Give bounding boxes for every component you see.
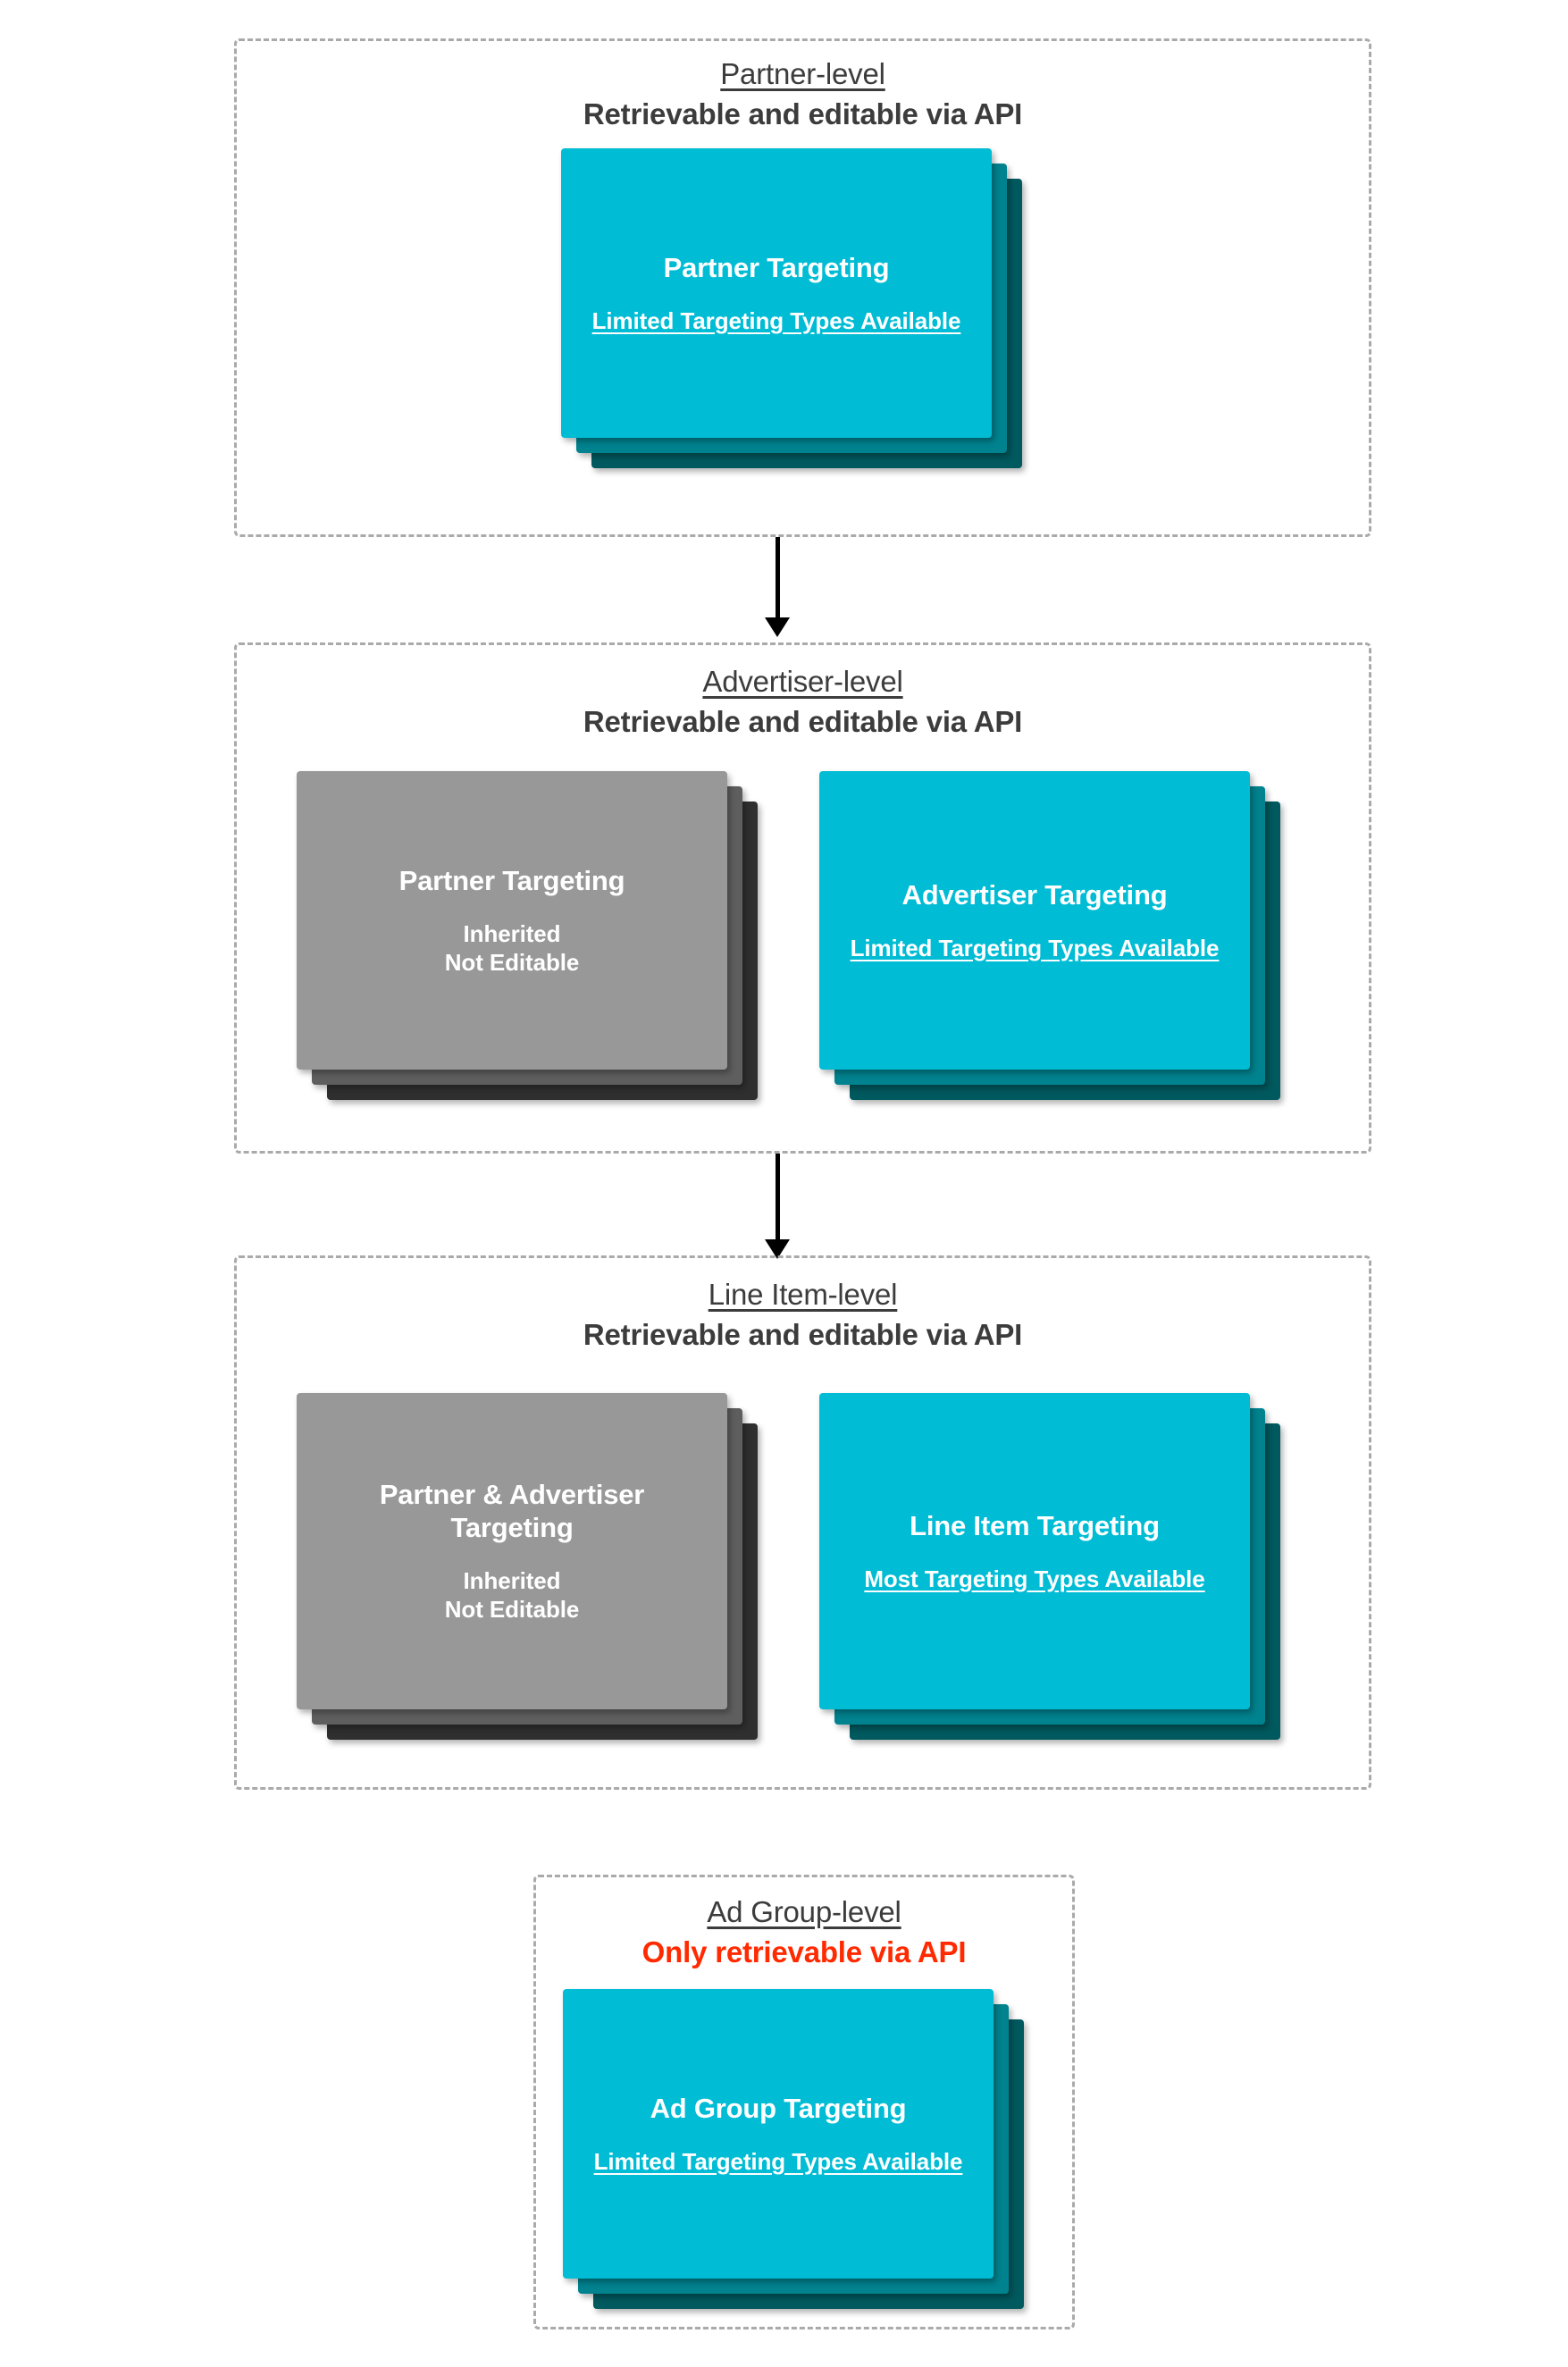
card-note: Limited Targeting Types Available [593, 2147, 963, 2175]
card-note: Limited Targeting Types Available [591, 306, 961, 334]
panel-ad-group-level: Ad Group-level Only retrievable via API … [533, 1875, 1075, 2329]
card-stack-line-item-targeting[interactable]: Line Item Targeting Most Targeting Types… [819, 1393, 1280, 1740]
panel-advertiser-level-header: Advertiser-level Retrievable and editabl… [237, 665, 1369, 740]
card-content-partner-advertiser-targeting-inherited: Partner & Advertiser Targeting Inherited… [297, 1393, 727, 1709]
card-title: Partner & Advertiser Targeting [379, 1479, 645, 1544]
card-content-line-item-targeting: Line Item Targeting Most Targeting Types… [819, 1393, 1250, 1709]
card-note: Inherited Not Editable [444, 1567, 580, 1624]
card-layer-front [563, 1989, 994, 2279]
panel-partner-level-header: Partner-level Retrievable and editable v… [237, 57, 1369, 132]
panel-ad-group-level-header: Ad Group-level Only retrievable via API [536, 1895, 1072, 1970]
card-layer-front [819, 771, 1250, 1070]
panel-advertiser-level-subtitle: Retrievable and editable via API [583, 704, 1023, 738]
panel-line-item-level-subtitle: Retrievable and editable via API [583, 1317, 1023, 1351]
connector-arrowhead [765, 617, 790, 637]
card-stack-ad-group-targeting[interactable]: Ad Group Targeting Limited Targeting Typ… [563, 1989, 1024, 2309]
card-stack-advertiser-targeting[interactable]: Advertiser Targeting Limited Targeting T… [819, 771, 1280, 1100]
panel-partner-level-title: Partner-level [720, 57, 885, 90]
panel-advertiser-level: Advertiser-level Retrievable and editabl… [234, 642, 1371, 1154]
card-content-ad-group-targeting: Ad Group Targeting Limited Targeting Typ… [563, 1989, 994, 2279]
card-content-advertiser-targeting: Advertiser Targeting Limited Targeting T… [819, 771, 1250, 1070]
card-content-partner-targeting: Partner Targeting Limited Targeting Type… [561, 148, 992, 438]
card-note: Inherited Not Editable [444, 919, 580, 976]
card-title: Ad Group Targeting [650, 2092, 907, 2124]
connector-line [775, 537, 780, 619]
card-note: Limited Targeting Types Available [850, 934, 1220, 961]
panel-line-item-level: Line Item-level Retrievable and editable… [234, 1255, 1371, 1790]
card-title: Partner Targeting [398, 864, 625, 896]
card-title: Partner Targeting [663, 251, 890, 283]
card-layer-front [561, 148, 992, 438]
connector-line [775, 1154, 780, 1241]
panel-ad-group-level-subtitle: Only retrievable via API [641, 1935, 967, 1968]
card-title: Line Item Targeting [910, 1509, 1160, 1541]
connector-partner-to-advertiser [764, 537, 791, 637]
panel-line-item-level-title: Line Item-level [708, 1278, 898, 1311]
card-content-partner-targeting-inherited: Partner Targeting Inherited Not Editable [297, 771, 727, 1070]
card-stack-partner-advertiser-targeting-inherited[interactable]: Partner & Advertiser Targeting Inherited… [297, 1393, 758, 1740]
connector-arrowhead [765, 1239, 790, 1259]
connector-advertiser-to-line-item [764, 1154, 791, 1259]
panel-advertiser-level-title: Advertiser-level [702, 665, 903, 698]
card-title: Advertiser Targeting [901, 878, 1168, 911]
card-stack-partner-targeting[interactable]: Partner Targeting Limited Targeting Type… [561, 148, 1022, 468]
panel-ad-group-level-title: Ad Group-level [707, 1895, 901, 1928]
card-layer-front [819, 1393, 1250, 1709]
panel-line-item-level-header: Line Item-level Retrievable and editable… [237, 1278, 1369, 1353]
card-layer-front [297, 771, 727, 1070]
card-stack-partner-targeting-inherited[interactable]: Partner Targeting Inherited Not Editable [297, 771, 758, 1100]
panel-partner-level: Partner-level Retrievable and editable v… [234, 38, 1371, 537]
card-note: Most Targeting Types Available [864, 1565, 1205, 1592]
card-layer-front [297, 1393, 727, 1709]
panel-partner-level-subtitle: Retrievable and editable via API [583, 97, 1023, 130]
